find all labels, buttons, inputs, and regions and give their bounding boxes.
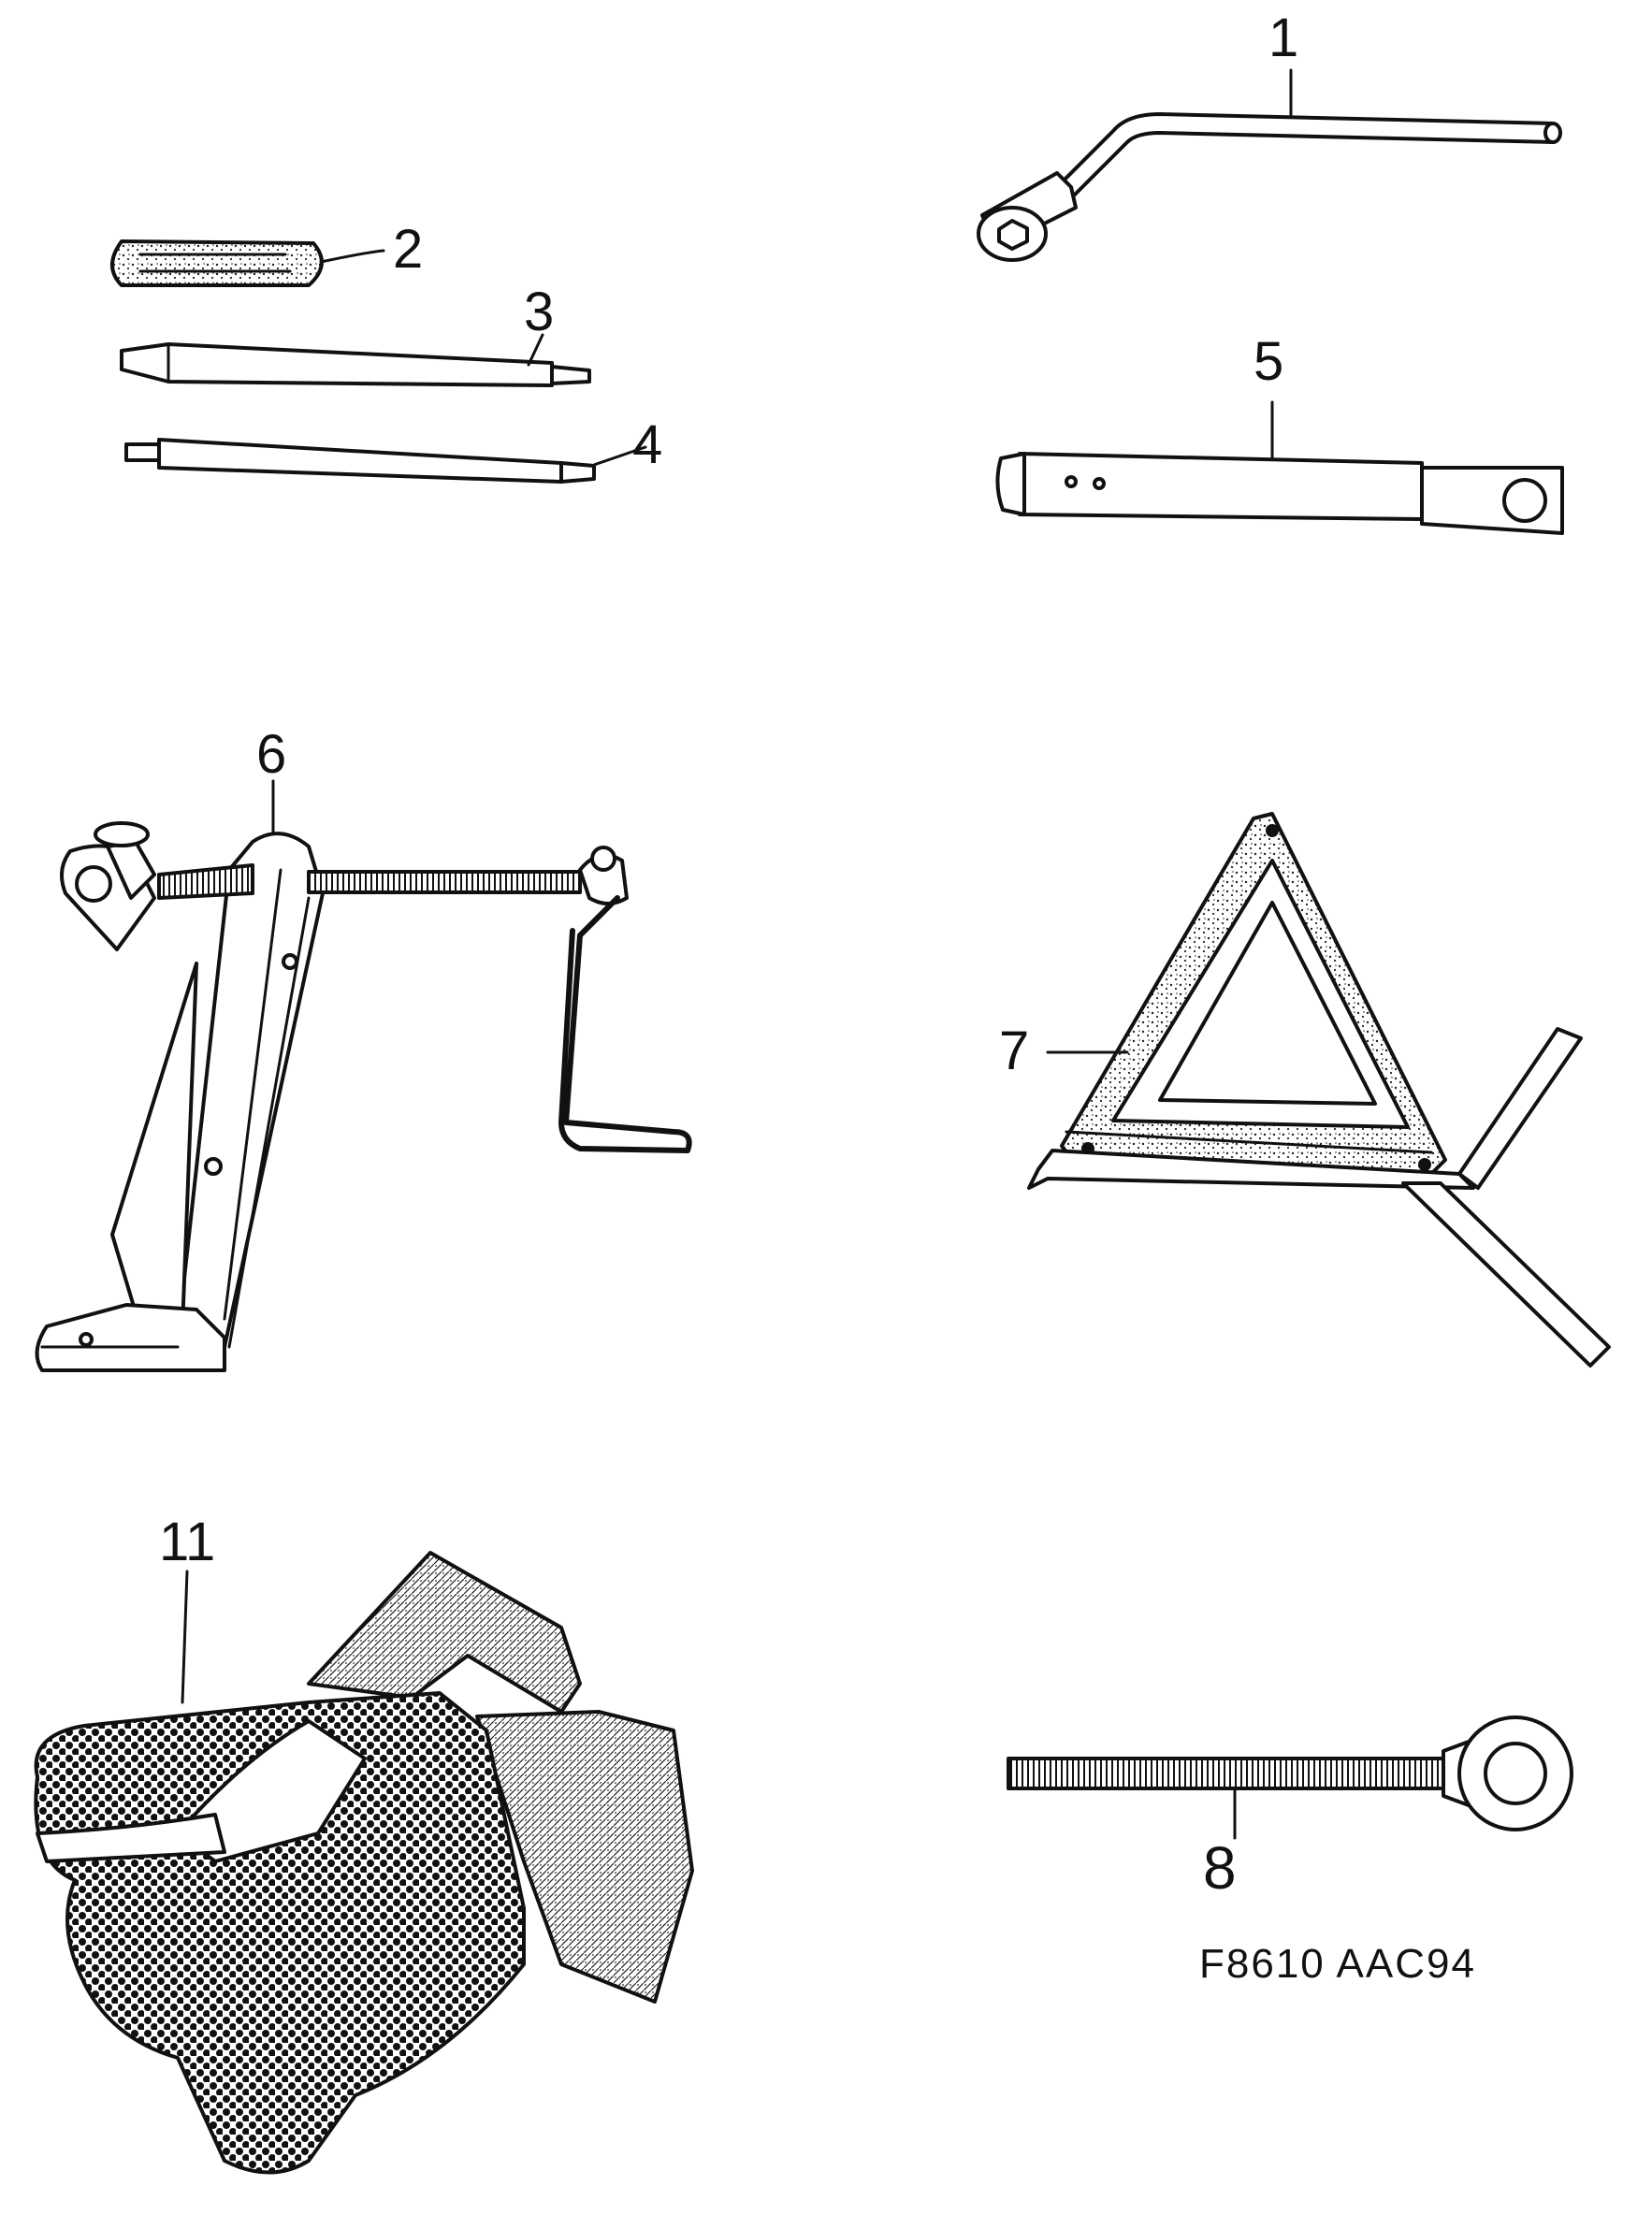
warning-triangle-icon: [1027, 812, 1611, 1368]
callout-4: 4: [632, 414, 663, 475]
jack-handle-icon: [995, 400, 1564, 535]
drawing-code: F8610 AAC94: [1199, 1941, 1476, 1987]
wheel-wrench-icon: [977, 68, 1562, 262]
callout-11: 11: [159, 1512, 216, 1572]
extension-bit-icon: [124, 438, 647, 484]
callout-8: 8: [1203, 1834, 1237, 1902]
scissor-jack-icon: [35, 779, 692, 1372]
tow-eye-bolt-icon: [1007, 1715, 1573, 1840]
screwdriver-bit-icon: [120, 333, 591, 387]
callout-7: 7: [999, 1020, 1030, 1081]
callout-2: 2: [393, 219, 424, 280]
callout-1: 1: [1268, 7, 1299, 68]
work-gloves-icon: [34, 1551, 694, 2175]
callout-3: 3: [524, 282, 555, 342]
callout-6: 6: [256, 724, 287, 785]
callout-5: 5: [1253, 331, 1284, 392]
screwdriver-handle-icon: [110, 239, 385, 287]
